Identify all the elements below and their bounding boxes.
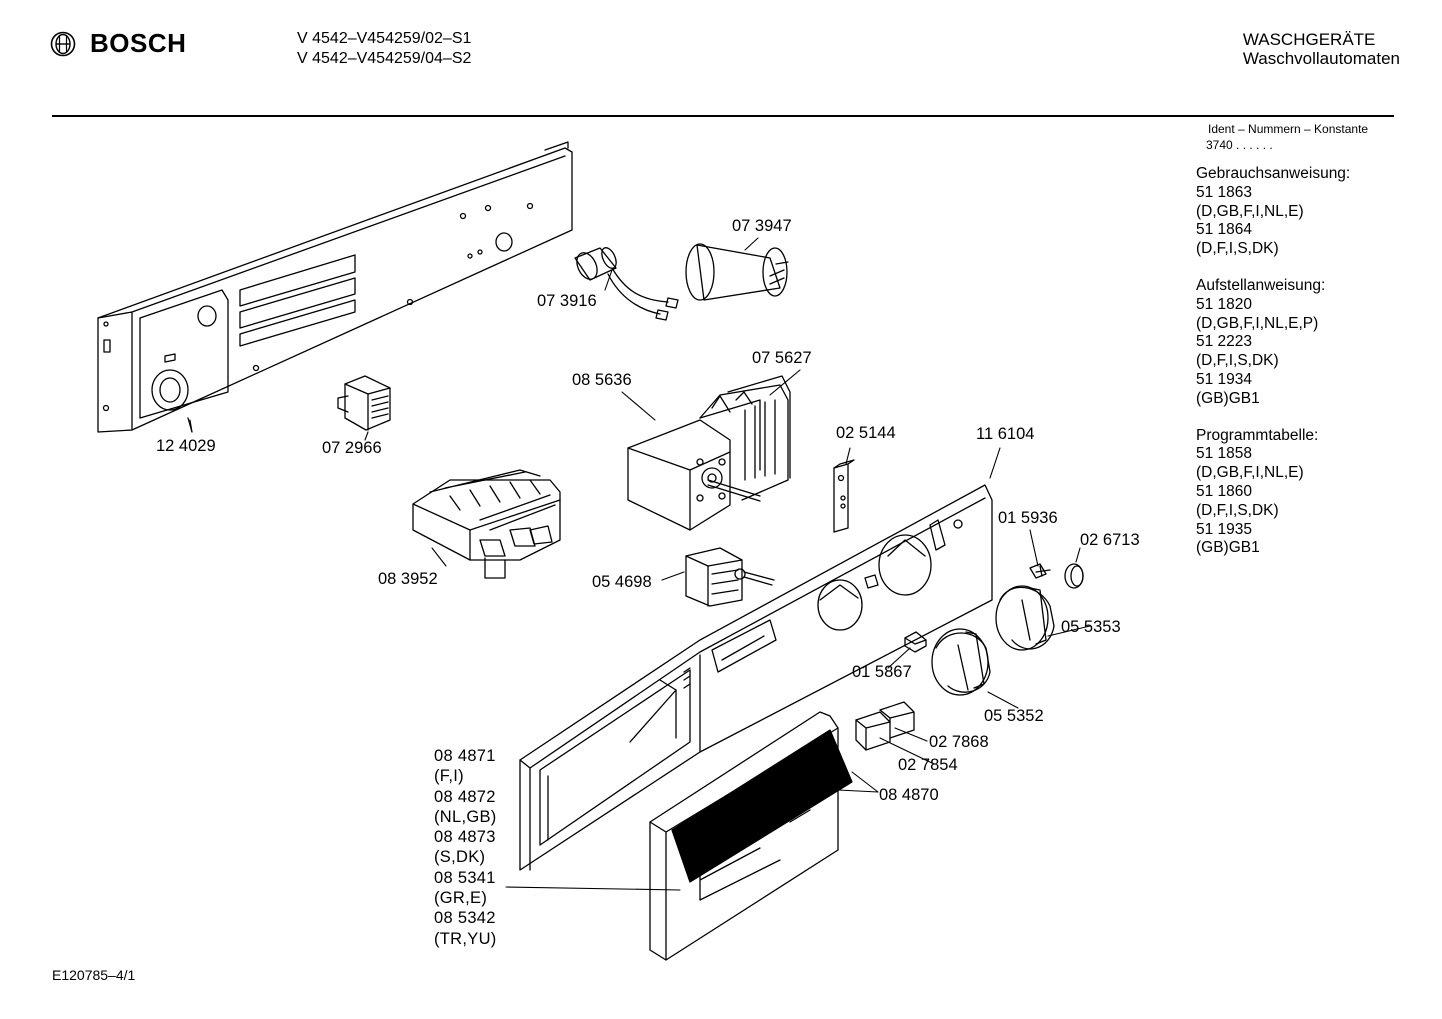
doc-line: 51 1820 (1196, 295, 1253, 313)
cap-drawing (1064, 563, 1084, 589)
doc-section-usage: Gebrauchsanweisung: 51 1863 (D,GB,F,I,NL… (1196, 165, 1350, 259)
leader-lines (189, 237, 1091, 891)
doc-section-program-table: Programmtabelle: 51 1858 (D,GB,F,I,NL,E)… (1196, 427, 1350, 559)
variant-part: 08 5341 (434, 868, 496, 887)
part-label-025144: 02 5144 (836, 424, 896, 442)
part-label-116104: 11 6104 (976, 425, 1035, 443)
variant-part: 08 4871 (434, 747, 496, 765)
variant-country: (NL,GB) (434, 807, 497, 826)
drawer-panel-variants: 08 4871 (F,I) 08 4872 (NL,GB) 08 4873 (S… (434, 746, 497, 949)
variant-country: (S,DK) (434, 848, 486, 867)
doc-line: (D,GB,F,I,NL,E) (1196, 464, 1304, 482)
screw-drawing (1029, 563, 1051, 579)
ident-label: Ident – Nummern – Konstante (1208, 122, 1369, 136)
part-label-026713: 02 6713 (1080, 531, 1140, 549)
part-label-072966: 07 2966 (322, 439, 382, 457)
knob-drawing (931, 628, 991, 696)
doc-line: 51 1863 (1196, 183, 1253, 201)
program-timer-drawing (627, 375, 791, 531)
brand-logo: BOSCH (50, 28, 186, 59)
doc-line: (D,F,I,S,DK) (1196, 352, 1279, 370)
motor-capacitor-drawing (685, 243, 789, 301)
part-label-054698: 05 4698 (592, 573, 652, 591)
selector-switch-drawing (685, 547, 775, 607)
variant-country: (TR,YU) (434, 929, 497, 948)
pushbuttons-drawing (855, 701, 915, 751)
doc-line: (D,GB,F,I,NL,E) (1196, 202, 1304, 220)
doc-line: (D,F,I,S,DK) (1196, 501, 1279, 519)
category-line-1: WASCHGERÄTE (1242, 30, 1376, 49)
part-label-084870: 08 4870 (879, 786, 939, 804)
appliance-category: WASCHGERÄTE Waschvollautomaten (1243, 30, 1400, 68)
ident-value: 3740 . . . . . . (1206, 138, 1273, 152)
doc-section-title: Programmtabelle: (1196, 426, 1319, 444)
doc-section-installation: Aufstellanweisung: 51 1820 (D,GB,F,I,NL,… (1196, 277, 1350, 409)
doc-line: 51 1860 (1196, 482, 1253, 500)
doc-line: (GB)GB1 (1196, 389, 1260, 407)
brand-name: BOSCH (90, 28, 187, 58)
doc-line: 51 1935 (1196, 520, 1253, 538)
doc-line: 51 1858 (1196, 445, 1253, 463)
part-label-075627: 07 5627 (752, 349, 812, 367)
model-line-1: V 4542–V454259/02–S1 (297, 30, 472, 47)
doc-line: 51 1864 (1196, 221, 1253, 239)
lever-drawing (833, 459, 855, 533)
part-label-085636: 08 5636 (572, 371, 632, 389)
part-label-055352: 05 5352 (984, 707, 1044, 725)
doc-line: 51 2223 (1196, 333, 1253, 351)
category-line-2: Waschvollautomaten (1242, 49, 1400, 68)
doc-line: (GB)GB1 (1196, 539, 1260, 557)
pushbutton-switch-block-drawing (412, 469, 561, 579)
part-label-027854: 02 7854 (898, 756, 958, 774)
documentation-list: Gebrauchsanweisung: 51 1863 (D,GB,F,I,NL… (1196, 165, 1350, 576)
suppressor-drawing (337, 375, 391, 431)
clip-drawing (904, 631, 927, 653)
variant-part: 08 4873 (434, 828, 496, 847)
part-label-083952: 08 3952 (378, 570, 438, 588)
part-label-015867: 01 5867 (852, 663, 912, 681)
rear-control-panel-drawing (97, 141, 573, 433)
variant-part: 08 5342 (434, 909, 496, 928)
doc-line: 51 1934 (1196, 370, 1253, 388)
doc-line: (D,GB,F,I,NL,E,P) (1196, 314, 1319, 332)
drawing-code: E120785–4/1 (52, 967, 136, 983)
doc-section-title: Gebrauchsanweisung: (1196, 165, 1351, 182)
model-numbers: V 4542–V454259/02–S1 V 4542–V454259/04–S… (297, 29, 471, 69)
part-label-073916: 07 3916 (537, 292, 597, 310)
model-line-2: V 4542–V454259/04–S2 (297, 50, 472, 67)
doc-section-title: Aufstellanweisung: (1196, 276, 1326, 294)
part-label-073947: 07 3947 (732, 217, 792, 235)
doc-line: (D,F,I,S,DK) (1196, 240, 1279, 258)
variant-country: (F,I) (434, 767, 464, 786)
front-control-panel-drawing (519, 484, 993, 871)
drawer-front-drawing (649, 711, 853, 961)
header-divider (52, 115, 1394, 117)
part-label-124029: 12 4029 (156, 437, 216, 455)
bosch-armature-icon (50, 31, 76, 56)
variant-country: (GR,E) (434, 889, 488, 908)
variant-part: 08 4872 (434, 787, 496, 806)
part-label-055353: 05 5353 (1061, 618, 1121, 636)
part-label-027868: 02 7868 (929, 733, 989, 751)
large-knob-drawing (995, 585, 1055, 651)
small-capacitor-drawing (574, 247, 679, 321)
part-label-015936: 01 5936 (998, 509, 1058, 527)
